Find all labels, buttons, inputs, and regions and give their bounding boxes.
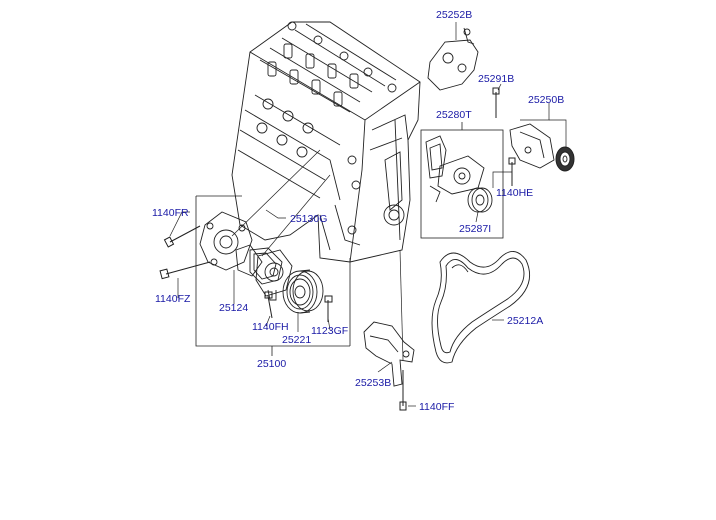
- bracket-25252B: [427, 27, 479, 91]
- bolt-25291B: [492, 87, 500, 118]
- part-label-25124[interactable]: 25124: [219, 302, 249, 314]
- part-label-25130G[interactable]: 25130G: [290, 213, 328, 225]
- idler-pulley-25287I: [467, 187, 493, 213]
- part-label-25250B[interactable]: 25250B: [528, 94, 565, 106]
- leader-lines: [169, 22, 567, 407]
- part-label-25253B[interactable]: 25253B: [355, 377, 392, 389]
- drive-belt-25212A: [431, 251, 530, 364]
- water-pump-group-frame: [195, 195, 351, 356]
- part-label-25212A[interactable]: 25212A: [507, 315, 544, 327]
- part-label-1140HE[interactable]: 1140HE: [496, 187, 534, 199]
- part-label-25100[interactable]: 25100: [257, 358, 287, 370]
- part-label-25280T[interactable]: 25280T: [436, 109, 472, 121]
- pump-pulley: [282, 269, 324, 314]
- engine-block: [231, 21, 421, 263]
- bolt-1123GF: [324, 295, 333, 322]
- bolt-1140FF: [399, 370, 407, 411]
- part-label-1140FR[interactable]: 1140FR: [152, 207, 189, 219]
- part-label-1123GF[interactable]: 1123GF: [311, 325, 349, 337]
- part-label-1140FH[interactable]: 1140FH: [252, 321, 289, 333]
- tensioner-group-frame: [420, 122, 504, 239]
- water-pump-housing: [199, 211, 263, 277]
- pump-impeller-body: [255, 249, 293, 301]
- bolt-1140HE: [508, 157, 516, 186]
- part-label-25252B[interactable]: 25252B: [436, 9, 473, 21]
- idler-pulley-25250B: [555, 146, 575, 172]
- part-label-25221[interactable]: 25221: [282, 334, 312, 346]
- part-label-1140FZ[interactable]: 1140FZ: [155, 293, 191, 305]
- bolt-1140FR: [163, 225, 201, 248]
- bolt-1140FZ: [159, 261, 211, 280]
- bolt-1140FH: [264, 291, 273, 319]
- part-label-25287I[interactable]: 25287I: [459, 223, 492, 235]
- idler-bracket-25250B: [509, 123, 555, 169]
- part-label-1140FF[interactable]: 1140FF: [419, 401, 455, 413]
- tensioner-assembly: [425, 135, 485, 203]
- part-label-25291B[interactable]: 25291B: [478, 73, 515, 85]
